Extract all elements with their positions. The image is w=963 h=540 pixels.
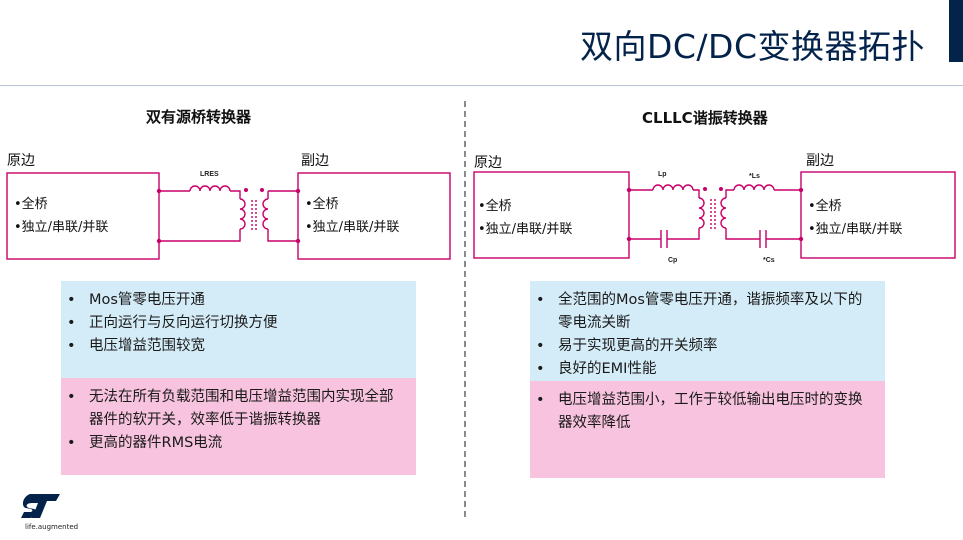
lres-label: LRES — [200, 171, 219, 178]
st-logo-icon — [21, 494, 60, 518]
lp-inductor-coil — [652, 184, 694, 191]
cp-label: Cp — [668, 257, 677, 264]
dab-primary-label: 原边 — [7, 153, 35, 169]
clllc-primary-label: 原边 — [474, 155, 502, 171]
dab-heading: 双有源桥转换器 — [146, 108, 252, 126]
dab-con-item: 无法在所有负载范围和电压增益范围内实现全部器件的软开关，效率低于谐振转换器 — [67, 386, 399, 432]
clllc-secondary-label: 副边 — [806, 153, 834, 169]
dab-pro-item: 正向运行与反向运行切换方便 — [67, 312, 416, 335]
clllc-pro-item: 易于实现更高的开关频率 — [536, 335, 885, 358]
title-accent-bar — [949, 0, 963, 62]
dab-secondary-bullet: •全桥 — [305, 197, 339, 212]
clllc-transformer-secondary-coil — [720, 197, 727, 229]
clllc-pros-box: 全范围的Mos管零电压开通，谐振频率及以下的零电流关断 易于实现更高的开关频率 … — [530, 281, 885, 381]
clllc-heading: CLLLC谐振转换器 — [642, 109, 768, 127]
clllc-primary-bullet: •独立/串联/并联 — [478, 222, 573, 237]
cs-label: *Cs — [763, 257, 775, 264]
clllc-polarity-dot — [703, 187, 707, 191]
clllc-secondary-bridge-box — [800, 171, 956, 259]
clllc-pro-item: 全范围的Mos管零电压开通，谐振频率及以下的零电流关断 — [536, 289, 868, 335]
page-title: 双向DC/DC变换器拓扑 — [579, 27, 925, 66]
clllc-secondary-bullet: •独立/串联/并联 — [808, 222, 903, 237]
header-rule — [0, 85, 963, 86]
clllc-con-item: 电压增益范围小，工作于较低输出电压时的变换器效率降低 — [536, 389, 868, 435]
dab-secondary-bridge-box — [297, 172, 451, 260]
dab-primary-bridge-box — [6, 172, 160, 260]
ls-label: *Ls — [749, 173, 760, 180]
logo-tagline: life.augmented — [25, 523, 79, 531]
dab-cons-box: 无法在所有负载范围和电压增益范围内实现全部器件的软开关，效率低于谐振转换器 更高… — [61, 378, 416, 475]
dab-primary-bullet: •全桥 — [14, 197, 48, 212]
clllc-primary-bullet: •全桥 — [478, 199, 512, 214]
clllc-cons-box: 电压增益范围小，工作于较低输出电压时的变换器效率降低 — [530, 381, 885, 478]
lres-inductor-coil — [189, 185, 231, 192]
clllc-secondary-bullet: •全桥 — [808, 199, 842, 214]
dab-secondary-label: 副边 — [301, 153, 329, 169]
clllc-primary-bridge-box — [473, 171, 630, 259]
dab-con-item: 更高的器件RMS电流 — [67, 432, 416, 455]
center-divider — [464, 101, 466, 517]
dab-pro-item: 电压增益范围较宽 — [67, 335, 416, 358]
dab-secondary-bullet: •独立/串联/并联 — [305, 220, 400, 235]
lp-label: Lp — [658, 171, 667, 178]
dab-pros-box: Mos管零电压开通 正向运行与反向运行切换方便 电压增益范围较宽 — [61, 281, 416, 378]
circuit-diagrams: LRES Lp *Ls Cp *Cs — [6, 171, 956, 264]
dab-transformer-secondary-coil — [262, 198, 269, 230]
dab-polarity-dot — [244, 188, 248, 192]
clllc-pro-item: 良好的EMI性能 — [536, 358, 885, 381]
ls-inductor-coil — [733, 184, 775, 191]
dab-transformer-primary-coil — [239, 198, 246, 230]
clllc-transformer-primary-coil — [698, 197, 705, 229]
dab-pro-item: Mos管零电压开通 — [67, 289, 416, 312]
dab-primary-bullet: •独立/串联/并联 — [14, 220, 109, 235]
